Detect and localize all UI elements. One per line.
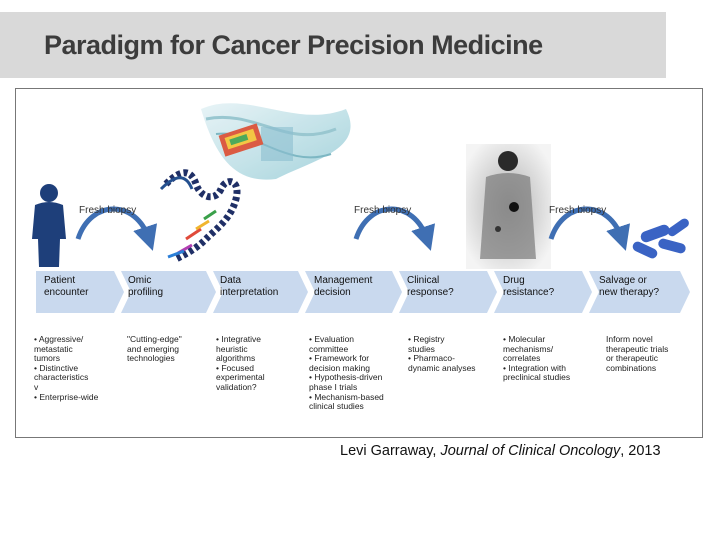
notes-management-decision: • Evaluation committee• Framework for de… xyxy=(309,334,384,412)
fresh-biopsy-label-1: Fresh biopsy xyxy=(79,205,137,216)
omics-visualization-icon xyxy=(201,103,351,180)
process-chevrons xyxy=(36,271,690,313)
citation: Levi Garraway, Journal of Clinical Oncol… xyxy=(340,443,661,459)
citation-journal: Journal of Clinical Oncology xyxy=(440,443,621,459)
biopsy-arrow-1 xyxy=(75,206,158,251)
biopsy-arrow-3 xyxy=(548,206,631,251)
figure-graphics xyxy=(32,103,690,313)
title-bar xyxy=(0,12,666,78)
fresh-biopsy-label-2: Fresh biopsy xyxy=(354,205,412,216)
notes-drug-resistance: • Molecular mechanisms/ correlates • Int… xyxy=(503,334,571,383)
fresh-biopsy-label-3: Fresh biopsy xyxy=(549,205,607,216)
biopsy-arrow-2 xyxy=(353,206,436,251)
patient-silhouette-icon xyxy=(32,184,66,267)
notes-data-interpretation: • Integrative heuristic algorithms • Foc… xyxy=(216,334,265,392)
citation-year: , 2013 xyxy=(620,443,661,459)
slide-title: Paradigm for Cancer Precision Medicine xyxy=(44,30,543,60)
citation-author: Levi Garraway, xyxy=(340,443,441,459)
paradigm-figure: Fresh biopsy Fresh biopsy Fresh biopsy P… xyxy=(15,88,703,438)
dna-helix-icon xyxy=(159,169,241,263)
pet-scan-image xyxy=(466,144,551,269)
pills-icon xyxy=(632,218,689,259)
notes-patient-encounter: • Aggressive/ metastatic tumors • Distin… xyxy=(34,334,99,402)
notes-clinical-response: • Registry studies• Pharmaco- dynamic an… xyxy=(408,334,476,373)
